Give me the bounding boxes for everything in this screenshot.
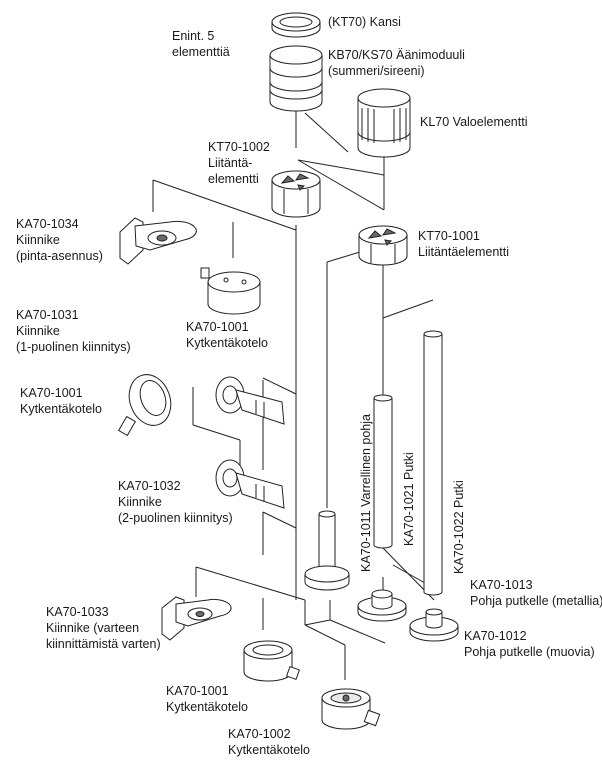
liitantaelementti-1002-part [271, 170, 321, 218]
label-ka1011: KA70-1011 Varrellinen pohja [359, 414, 373, 572]
kiinnike-1033-part [161, 596, 232, 641]
kytkentakotelo-bottom-part [243, 640, 301, 682]
aanimoduuli-part [269, 45, 323, 112]
liitantaelementti-1001-part [358, 225, 408, 266]
kytkentakotelo-left-part [117, 374, 172, 437]
kiinnike-1034-part [119, 217, 197, 265]
label-ka1022: KA70-1022 Putki [452, 480, 466, 574]
label-kansi: (KT70) Kansi [328, 15, 401, 29]
valoelementti-part [357, 88, 411, 158]
kiinnike-1031-part [215, 376, 285, 425]
kansi-cover-part [271, 12, 321, 38]
pohja-muovi-part [409, 608, 459, 642]
kytkentakotelo-top-part [200, 267, 261, 315]
pohja-metalli-part [357, 589, 407, 622]
varrellinen-pohja-part [304, 510, 350, 591]
label-ka1021: KA70-1021 Putki [402, 452, 416, 546]
label-valoelementti: KL70 Valoelementti [420, 115, 528, 129]
label-aanimoduuli: KB70/KS70 Äänimoduuli(summeri/sireeni) [328, 48, 465, 78]
kytkentakotelo-1002-part [321, 688, 381, 730]
kiinnike-1032-part [215, 459, 285, 509]
putki-1021-part [373, 394, 393, 549]
putki-1022-part [423, 330, 443, 596]
